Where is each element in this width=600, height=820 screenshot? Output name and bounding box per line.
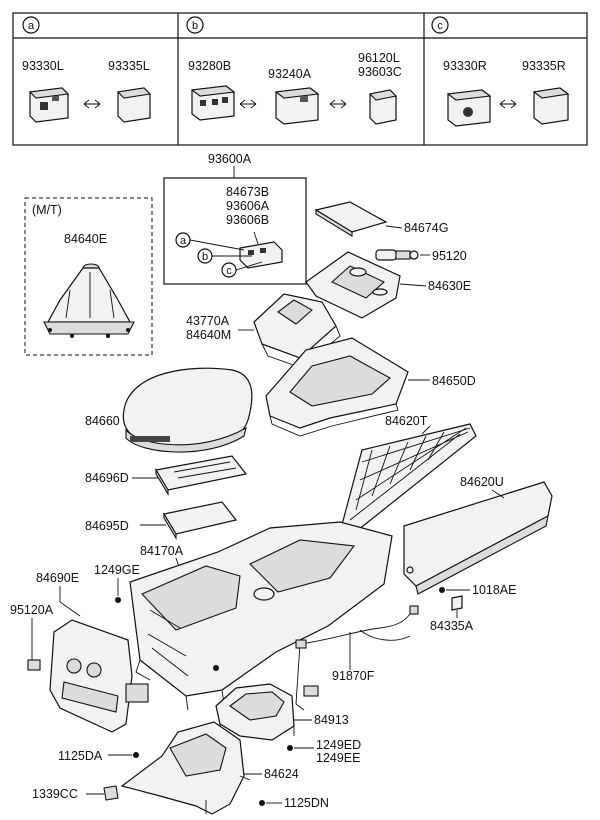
interchange-arrow-a <box>83 99 101 109</box>
part-84674G: 84674G <box>404 221 448 235</box>
part-1125DA: 1125DA <box>58 749 103 763</box>
part-93600A: 93600A <box>208 152 252 166</box>
panel-a-letter: a <box>28 20 35 32</box>
cover-84630E-drawing <box>305 251 401 319</box>
part-1018AE: 1018AE <box>472 583 516 597</box>
part-93335R: 93335R <box>522 59 566 73</box>
part-84695D: 84695D <box>85 519 129 533</box>
part-84696D: 84696D <box>85 471 129 485</box>
part-96120L: 96120L <box>358 51 400 65</box>
callout-c: c <box>226 265 232 277</box>
bracket-84913-drawing <box>215 683 295 741</box>
socket-95120A-drawing <box>27 659 41 671</box>
clip-84335A-drawing <box>451 595 463 611</box>
interchange-arrow-c <box>499 99 517 109</box>
shift-indicator-drawing <box>253 293 341 369</box>
part-93335L: 93335L <box>108 59 150 73</box>
shift-boot-drawing <box>43 263 135 338</box>
part-91870F: 91870F <box>332 669 375 683</box>
part-93280B: 93280B <box>188 59 231 73</box>
panel-c-letter: c <box>437 20 443 32</box>
callout-b: b <box>202 251 208 263</box>
interchange-arrow-b1 <box>239 99 257 109</box>
part-84660: 84660 <box>85 414 120 428</box>
mt-box: (M/T) 84640E <box>24 197 153 356</box>
mat-84674G-drawing <box>314 201 388 237</box>
switch-93330L-drawing <box>28 87 70 123</box>
part-1249EE: 1249EE <box>316 751 360 765</box>
part-84913: 84913 <box>314 713 349 727</box>
panel-b-circle <box>186 16 204 34</box>
part-84630E: 84630E <box>428 279 471 293</box>
bolt-1249ED-icon <box>287 745 293 751</box>
part-93606B: 93606B <box>226 213 269 227</box>
part-93240A: 93240A <box>268 67 312 81</box>
switch-93335L-drawing <box>116 87 152 123</box>
part-1249ED: 1249ED <box>316 738 361 752</box>
nut-1339CC-icon <box>103 785 119 801</box>
console-body-84170A-drawing <box>129 521 393 711</box>
part-84650D: 84650D <box>432 374 476 388</box>
part-93330L: 93330L <box>22 59 64 73</box>
part-93330R: 93330R <box>443 59 487 73</box>
switch-variants-panel: a b c 93330L 93335L 93280B 93240A 96120L… <box>12 12 588 146</box>
mt-title: (M/T) <box>32 203 62 217</box>
socket-95120-drawing <box>375 249 419 261</box>
part-84690E: 84690E <box>36 571 79 585</box>
part-84624: 84624 <box>264 767 299 781</box>
screw-1125DN-icon <box>259 800 265 806</box>
switch-assembly-box: 84673B 93606A 93606B a b c <box>163 177 307 285</box>
switch-96120L-drawing <box>368 89 398 125</box>
bolt-1249GE-icon <box>115 597 121 603</box>
switch-93330R-drawing <box>446 89 492 127</box>
mat-84696D-drawing <box>155 455 248 496</box>
wiring-91870F-drawing <box>295 605 419 711</box>
mat-84695D-drawing <box>163 501 238 540</box>
part-95120A: 95120A <box>10 603 54 617</box>
part-84620T: 84620T <box>385 414 428 428</box>
part-93606A: 93606A <box>226 199 270 213</box>
part-43770A: 43770A <box>186 314 230 328</box>
bracket-84624-drawing <box>120 721 251 815</box>
frame-84650D-drawing <box>265 337 409 437</box>
switch-93335R-drawing <box>532 87 570 125</box>
panel-a-circle <box>22 16 40 34</box>
panel-c-circle <box>431 16 449 34</box>
part-84335A: 84335A <box>430 619 474 633</box>
armrest-84660-drawing <box>122 367 253 453</box>
switch-93280B-drawing <box>190 85 236 121</box>
part-84640M: 84640M <box>186 328 231 342</box>
part-84673B: 84673B <box>226 185 269 199</box>
panel-b-letter: b <box>192 20 198 32</box>
interchange-arrow-b2 <box>329 99 347 109</box>
screw-1125DA-icon <box>133 752 139 758</box>
callout-a: a <box>180 235 187 247</box>
part-84620U: 84620U <box>460 475 504 489</box>
front-panel-84690E-drawing <box>49 619 149 733</box>
part-95120: 95120 <box>432 249 467 263</box>
part-84640E: 84640E <box>64 232 107 246</box>
part-84170A: 84170A <box>140 544 184 558</box>
part-93603C: 93603C <box>358 65 402 79</box>
switch-bracket-drawing <box>239 241 283 269</box>
panel-84620U-drawing <box>403 481 553 595</box>
bolt-1018AE-icon <box>439 587 445 593</box>
part-1249GE: 1249GE <box>94 563 140 577</box>
switch-93240A-drawing <box>274 87 320 125</box>
part-1125DN: 1125DN <box>284 796 329 810</box>
part-1339CC: 1339CC <box>32 787 78 801</box>
